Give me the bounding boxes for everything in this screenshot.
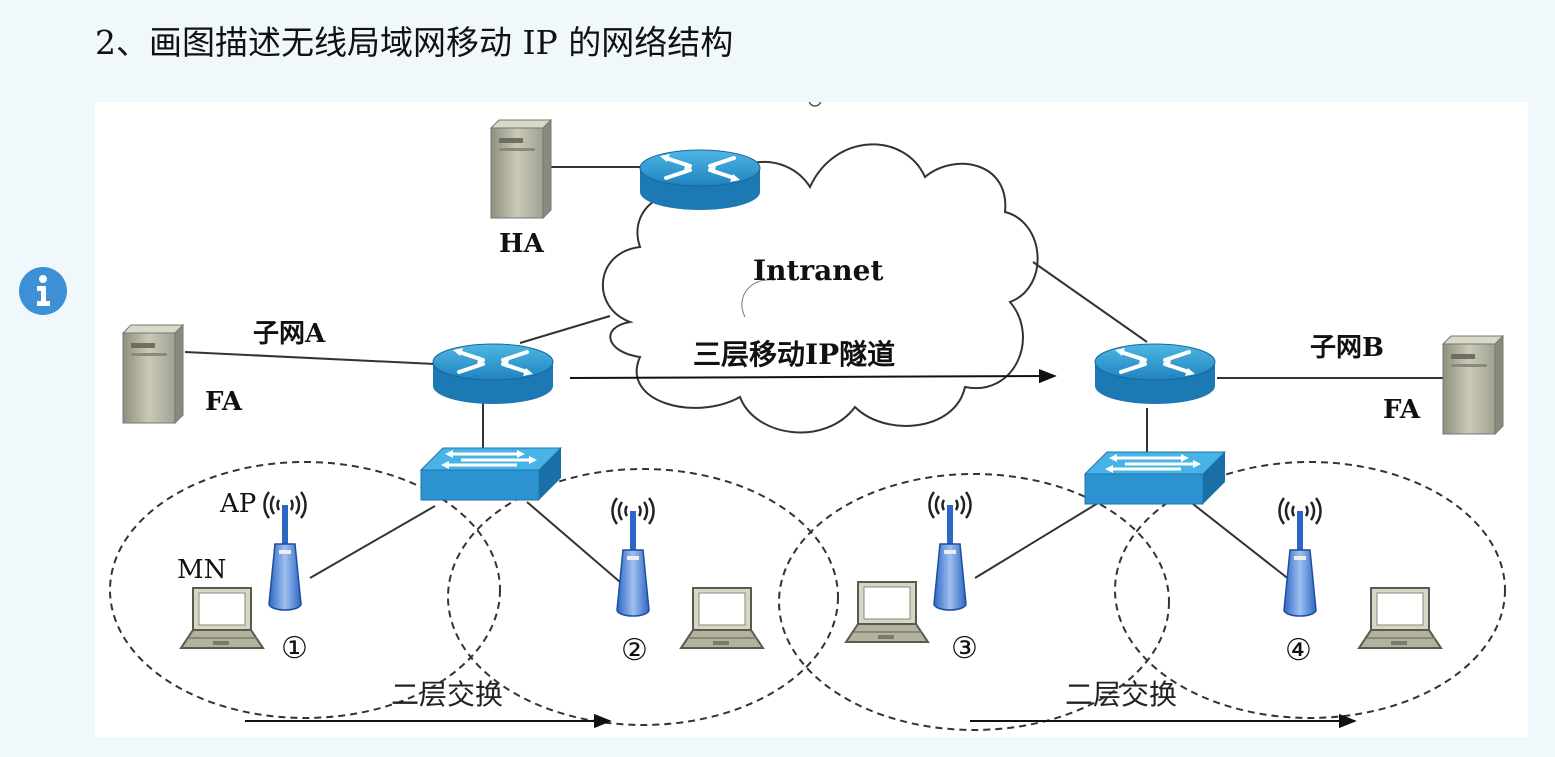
fa-left-label: FA	[205, 387, 243, 417]
info-icon[interactable]	[18, 266, 68, 316]
mn-label: MN	[177, 555, 226, 585]
ha-router-icon	[638, 148, 762, 212]
ap-label: AP	[219, 489, 256, 519]
tunnel-label: 三层移动IP隧道	[693, 338, 895, 371]
subnet-a-label: 子网A	[253, 319, 326, 349]
fa-right-server-icon	[1442, 335, 1504, 435]
mn-laptop-4-icon	[1358, 587, 1442, 649]
cell-2-area	[447, 468, 839, 726]
ap-3-icon	[928, 490, 972, 612]
left-switch-icon	[419, 446, 563, 502]
fa-right-router-icon	[1093, 342, 1217, 406]
tunnel-arrow	[569, 368, 1057, 384]
page-title: 2、画图描述无线局域网移动 IP 的网络结构	[95, 23, 734, 62]
cell-label-2: ②	[621, 633, 648, 668]
mn-laptop-2-icon	[680, 587, 764, 649]
network-diagram: Intranet HA 子网A FA 子网B FA 三层移动IP隧道 AP MN…	[95, 102, 1528, 737]
cell-label-3: ③	[951, 631, 978, 666]
ap-4-icon	[1278, 496, 1322, 618]
mn-laptop-1-icon	[180, 587, 264, 649]
links	[184, 166, 1445, 585]
ha-label: HA	[499, 229, 545, 259]
l2-switch-left-label: 二层交换	[391, 678, 503, 711]
cell-1-area	[109, 461, 501, 719]
coverage-areas	[109, 461, 1506, 731]
cell-4-area	[1114, 461, 1506, 719]
cell-3-area	[778, 473, 1170, 731]
l2-switch-right-label: 二层交换	[1065, 678, 1177, 711]
fa-left-server-icon	[122, 324, 184, 424]
ap-2-icon	[611, 496, 655, 618]
ha-server-icon	[490, 119, 552, 219]
cell-label-4: ④	[1285, 633, 1312, 668]
right-switch-icon	[1083, 450, 1227, 506]
subnet-b-label: 子网B	[1310, 333, 1384, 363]
intranet-label: Intranet	[753, 254, 883, 287]
cell-label-1: ①	[281, 631, 308, 666]
mn-laptop-3-icon	[845, 581, 929, 643]
ap-1-icon	[263, 490, 307, 612]
fa-left-router-icon	[431, 342, 555, 406]
fa-right-label: FA	[1383, 395, 1421, 425]
